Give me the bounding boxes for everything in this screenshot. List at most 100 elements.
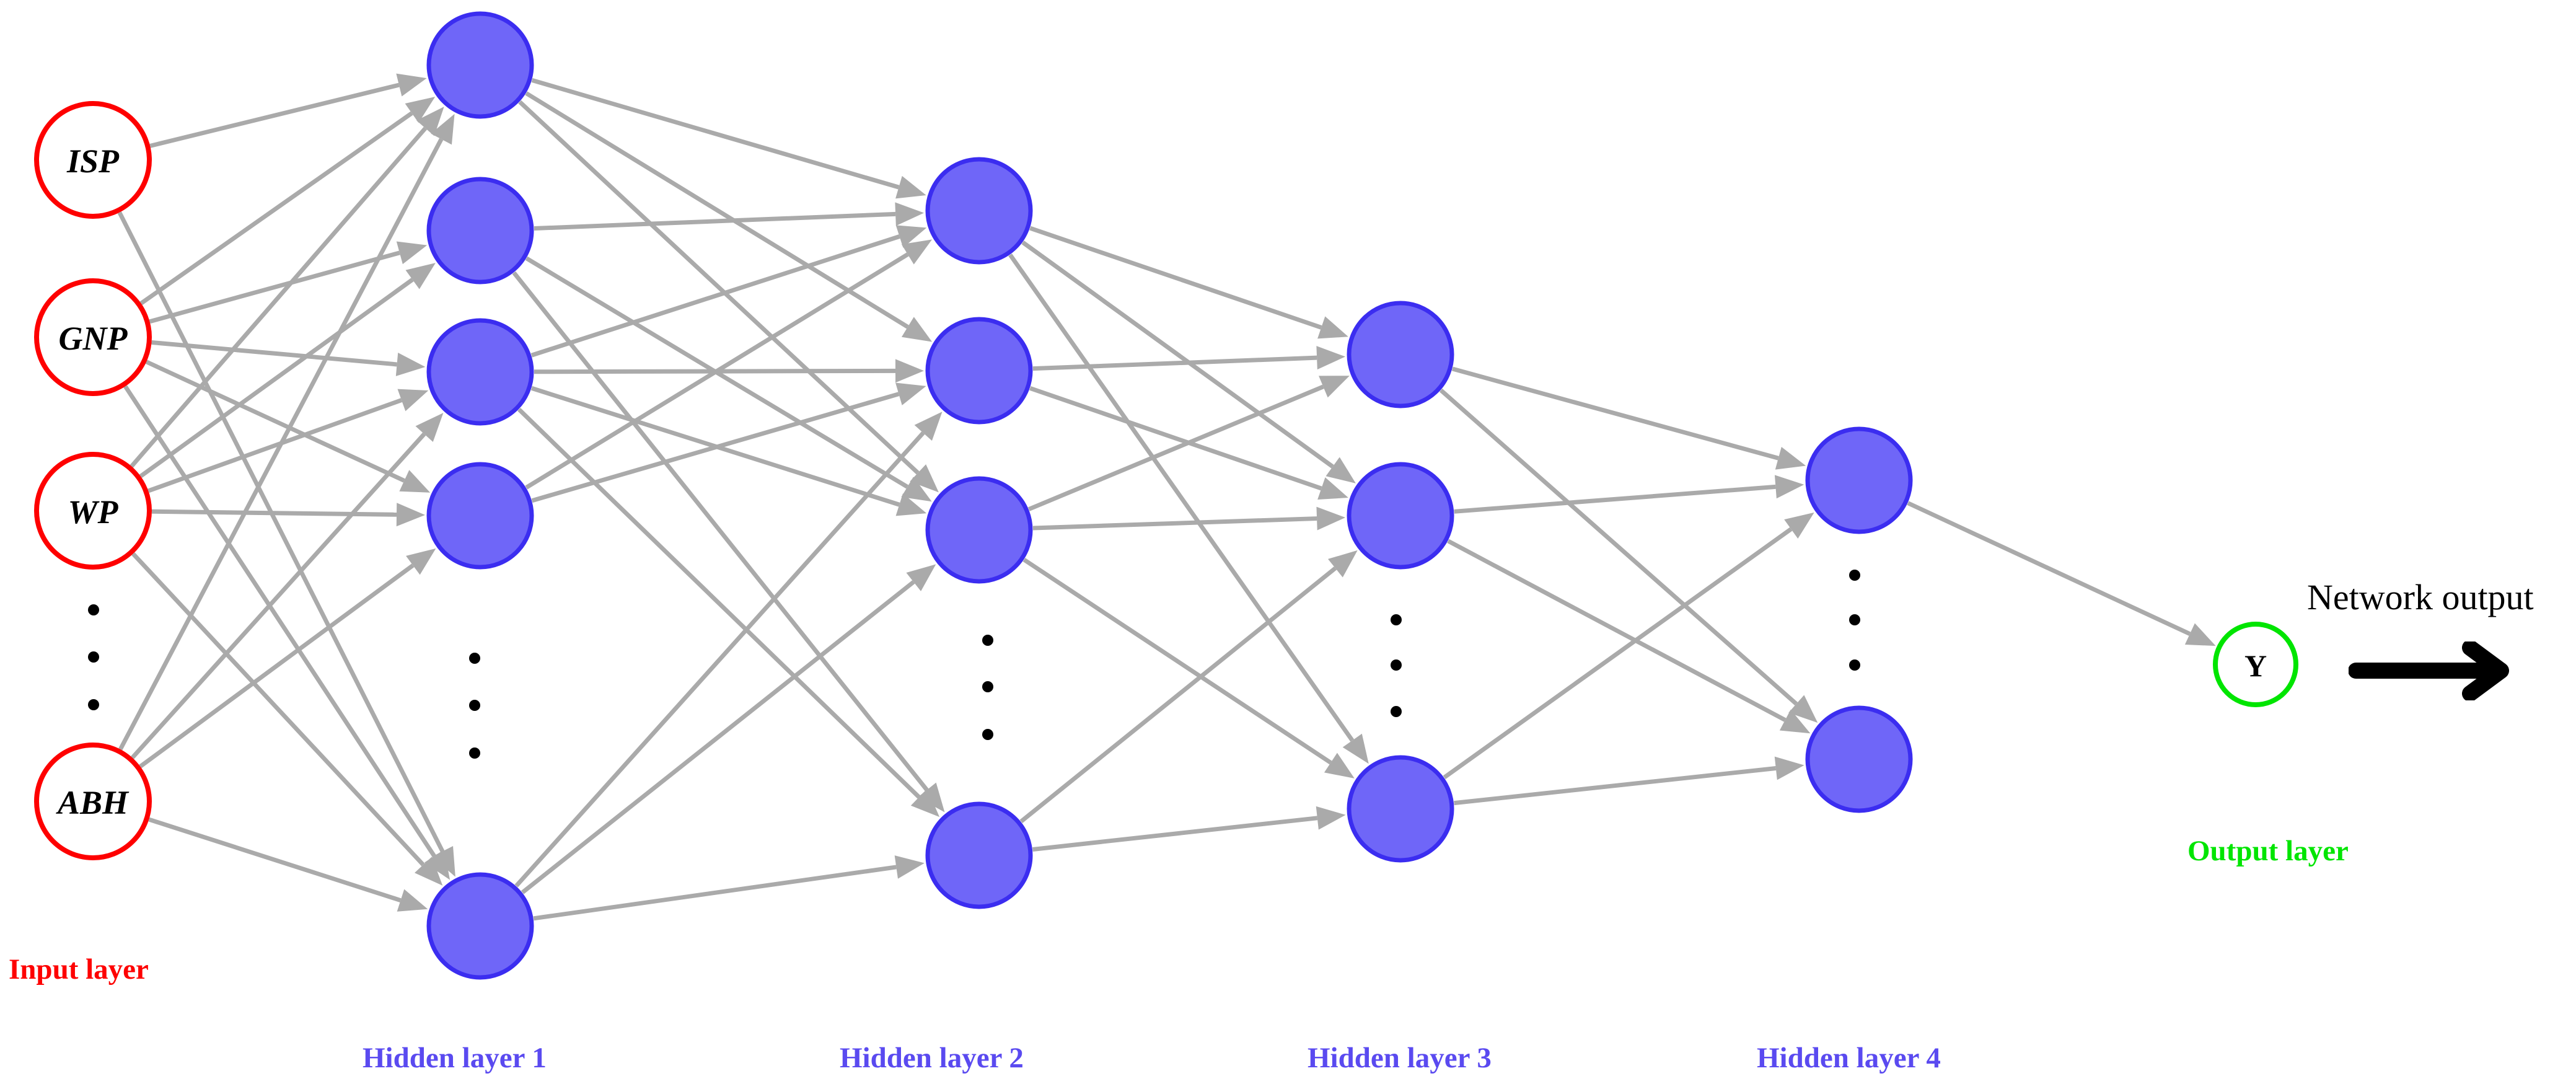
input-layer-ellipsis-dot — [88, 604, 99, 615]
hidden-layer-2-caption: Hidden layer 2 — [840, 1042, 1024, 1074]
edge-arrowhead-icon — [901, 477, 932, 502]
hidden-node[interactable] — [1347, 755, 1454, 863]
hidden-layer-ellipsis-dot — [1849, 614, 1860, 625]
edge-arrowhead-icon — [431, 113, 455, 145]
connection-edge — [1022, 558, 1332, 765]
hidden-layer-ellipsis-dot — [1391, 659, 1402, 671]
connection-edges — [117, 73, 2216, 921]
hidden-layer-ellipsis-dot — [982, 729, 993, 740]
connection-edge — [1443, 527, 1793, 780]
edge-arrowhead-icon — [1327, 550, 1358, 578]
hidden-node[interactable] — [1347, 301, 1454, 408]
connection-edge — [530, 234, 900, 358]
edge-arrowhead-icon — [396, 503, 426, 527]
edge-arrowhead-icon — [914, 412, 943, 441]
connection-edge — [118, 138, 444, 751]
hidden-node[interactable] — [426, 11, 534, 119]
input-node[interactable] — [34, 452, 152, 570]
hidden-node[interactable] — [925, 317, 1033, 425]
connection-edge — [518, 100, 920, 475]
input-layer-caption: Input layer — [9, 953, 149, 985]
hidden-layer-ellipsis-dot — [1849, 659, 1860, 671]
hidden-node[interactable] — [426, 462, 534, 570]
edge-arrowhead-icon — [406, 548, 436, 575]
edge-arrowhead-icon — [396, 73, 427, 97]
network-output-arrow-icon — [2349, 641, 2509, 700]
output-layer-caption: Output layer — [2187, 835, 2349, 867]
edge-arrowhead-icon — [1775, 446, 1806, 470]
connection-edge — [1447, 539, 1787, 722]
connection-edge — [149, 82, 400, 148]
hidden-node[interactable] — [426, 872, 534, 980]
edge-arrowhead-icon — [415, 857, 443, 886]
hidden-node[interactable] — [1347, 462, 1454, 570]
edge-arrowhead-icon — [906, 564, 936, 591]
input-node-label: ISP — [66, 143, 120, 180]
hidden-layer-ellipsis-dot — [469, 700, 480, 711]
input-node-label: ABH — [56, 784, 130, 821]
hidden-layer-ellipsis-dot — [1849, 570, 1860, 581]
connection-edge — [131, 552, 425, 866]
connection-edge — [1907, 501, 2191, 636]
hidden-layer-ellipsis-dot — [982, 635, 993, 646]
connection-edge — [525, 91, 909, 329]
hidden-node[interactable] — [426, 318, 534, 426]
edge-arrowhead-icon — [1317, 316, 1348, 339]
edge-arrowhead-icon — [397, 389, 429, 412]
edge-arrowhead-icon — [910, 464, 939, 493]
connection-edge — [117, 211, 445, 853]
edge-arrowhead-icon — [416, 107, 444, 136]
hidden-node[interactable] — [1805, 426, 1913, 534]
connection-edge — [1032, 516, 1317, 531]
edge-arrowhead-icon — [395, 353, 426, 376]
connection-edge — [531, 78, 900, 190]
connection-edge — [1454, 766, 1777, 806]
connection-edge — [147, 398, 403, 493]
connection-edge — [139, 278, 414, 478]
edge-arrowhead-icon — [399, 470, 431, 493]
input-layer-ellipsis-dot — [88, 699, 99, 710]
connection-edge — [525, 252, 909, 490]
connection-edge — [151, 509, 397, 517]
input-node[interactable] — [34, 278, 152, 396]
edge-arrowhead-icon — [1324, 752, 1355, 778]
connection-edge — [1032, 816, 1318, 852]
connection-edge — [1021, 240, 1334, 469]
output-node[interactable] — [2213, 622, 2298, 707]
connection-edge — [148, 817, 402, 903]
hidden-node[interactable] — [426, 177, 534, 284]
edge-arrowhead-icon — [1316, 506, 1346, 531]
input-layer-ellipsis-dot — [88, 651, 99, 663]
connection-edge — [151, 340, 397, 367]
edge-arrowhead-icon — [895, 382, 926, 405]
connection-edge — [521, 580, 915, 894]
edge-arrowhead-icon — [894, 855, 925, 879]
connection-edge — [1454, 484, 1776, 514]
edge-arrowhead-icon — [424, 849, 451, 880]
connection-edge — [1008, 254, 1355, 742]
hidden-node[interactable] — [1805, 705, 1913, 813]
input-node[interactable] — [34, 101, 152, 219]
edge-arrowhead-icon — [1342, 733, 1369, 764]
input-node-label: WP — [68, 493, 119, 531]
hidden-node[interactable] — [925, 476, 1033, 584]
connection-edge — [1027, 384, 1324, 511]
edge-arrowhead-icon — [895, 175, 926, 199]
hidden-layer-ellipsis-dot — [469, 653, 480, 664]
edge-arrowhead-icon — [415, 413, 444, 442]
edge-arrowhead-icon — [895, 493, 927, 516]
edge-arrowhead-icon — [1784, 512, 1814, 539]
connection-edge — [139, 563, 415, 769]
connection-edge — [145, 359, 405, 483]
edge-arrowhead-icon — [2184, 623, 2216, 646]
hidden-layer-3-caption: Hidden layer 3 — [1308, 1042, 1492, 1074]
hidden-node[interactable] — [925, 157, 1033, 265]
hidden-node[interactable] — [925, 801, 1033, 909]
input-node[interactable] — [34, 743, 152, 860]
hidden-layer-4-caption: Hidden layer 4 — [1757, 1042, 1941, 1074]
edge-arrowhead-icon — [405, 263, 436, 289]
connection-edge — [534, 211, 896, 231]
